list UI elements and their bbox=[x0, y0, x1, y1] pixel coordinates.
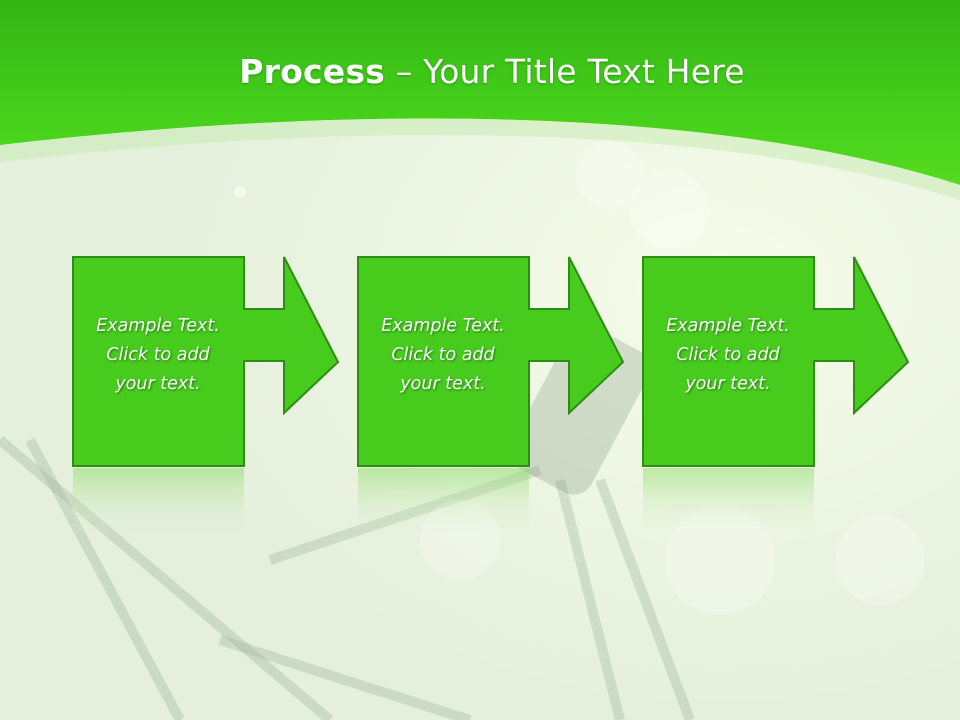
title-rest-text: – Your Title Text Here bbox=[385, 52, 745, 91]
step-2-arrow-shape bbox=[357, 256, 625, 467]
process-step-2[interactable]: Example Text. Click to add your text. bbox=[357, 256, 627, 468]
process-step-1[interactable]: Example Text. Click to add your text. bbox=[72, 256, 342, 468]
step-1-line-2: Click to add bbox=[106, 345, 210, 365]
step-1-text: Example Text. Click to add your text. bbox=[72, 312, 244, 399]
step-2-line-2: Click to add bbox=[391, 345, 495, 365]
step-3-text: Example Text. Click to add your text. bbox=[642, 312, 814, 399]
step-1-line-3: your text. bbox=[115, 374, 201, 394]
step-2-text: Example Text. Click to add your text. bbox=[357, 312, 529, 399]
step-1-arrow-shape bbox=[72, 256, 340, 467]
step-3-line-3: your text. bbox=[685, 374, 771, 394]
title-bold-text: Process bbox=[239, 52, 386, 91]
step-3-line-1: Example Text. bbox=[666, 316, 790, 336]
step-2-line-3: your text. bbox=[400, 374, 486, 394]
step-3-arrow-shape bbox=[642, 256, 910, 467]
step-3-line-2: Click to add bbox=[676, 345, 780, 365]
slide-title[interactable]: Process – Your Title Text Here bbox=[0, 52, 960, 91]
step-1-line-1: Example Text. bbox=[96, 316, 220, 336]
step-2-line-1: Example Text. bbox=[381, 316, 505, 336]
process-step-3[interactable]: Example Text. Click to add your text. bbox=[642, 256, 912, 468]
